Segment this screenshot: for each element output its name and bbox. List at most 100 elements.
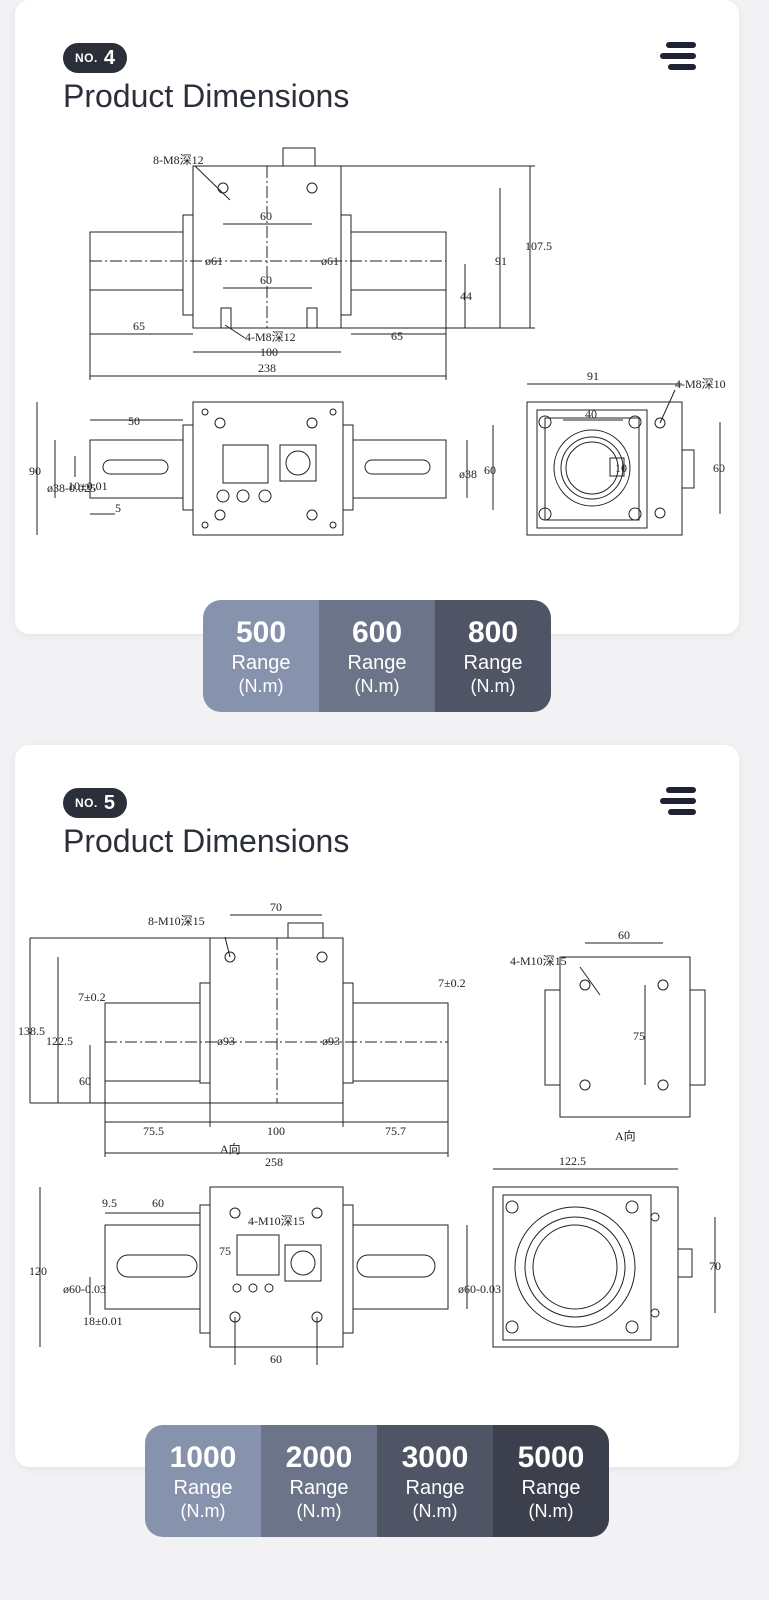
dim-label: 75.7 — [385, 1124, 406, 1138]
top-view — [29, 914, 449, 1157]
dimension-drawing: 8-M10深15 70 138.5 122.5 60 7±0.2 ø93 ø93… — [15, 895, 739, 1365]
range-option-5000[interactable]: 5000 Range (N.m) — [493, 1425, 609, 1537]
dim-label: 5 — [115, 501, 121, 515]
range-value: 600 — [351, 616, 403, 649]
dim-label: A向 — [220, 1141, 241, 1156]
dim-label: 7±0.2 — [438, 976, 466, 990]
dim-label: 50 — [128, 414, 140, 428]
dim-label: 4-M10深15 — [248, 1214, 305, 1228]
dim-label: 18±0.01 — [83, 1314, 123, 1328]
range-unit: (N.m) — [296, 1501, 342, 1521]
dim-label: 238 — [258, 361, 276, 375]
section-badge: NO. 5 — [63, 788, 127, 818]
dim-label: ø38-0.025 — [47, 481, 96, 495]
range-label: Range — [347, 652, 407, 674]
dim-label: ø38 — [459, 467, 477, 481]
dim-label: 138.5 — [18, 1024, 45, 1038]
dim-label: 122.5 — [46, 1034, 73, 1048]
range-label: Range — [231, 652, 291, 674]
range-tabs-5: 1000 Range (N.m) 2000 Range (N.m) 3000 R… — [145, 1425, 609, 1537]
dim-label: 7±0.2 — [78, 990, 106, 1004]
dim-label: 70 — [709, 1259, 721, 1273]
dim-label: 60 — [713, 461, 725, 475]
dim-label: ø61 — [205, 254, 223, 268]
dim-label: ø61 — [321, 254, 339, 268]
a-view — [544, 942, 706, 1118]
range-option-3000[interactable]: 3000 Range (N.m) — [377, 1425, 493, 1537]
dim-label: 40 — [585, 407, 597, 421]
range-unit: (N.m) — [180, 1501, 226, 1521]
dim-label: 65 — [391, 329, 403, 343]
dim-label: 75 — [633, 1029, 645, 1043]
range-label: Range — [521, 1477, 581, 1499]
badge-prefix: NO. — [75, 51, 98, 65]
dim-label: 44 — [460, 289, 472, 303]
range-option-800[interactable]: 800 Range (N.m) — [435, 600, 551, 712]
range-unit: (N.m) — [354, 676, 400, 696]
dim-label: 60 — [260, 209, 272, 223]
section-badge: NO. 4 — [63, 43, 127, 73]
range-value: 5000 — [517, 1441, 585, 1474]
dim-label: ø93 — [217, 1034, 235, 1048]
dim-label: 91 — [495, 254, 507, 268]
range-unit: (N.m) — [238, 676, 284, 696]
dim-label: 8-M8深12 — [153, 153, 204, 167]
dim-label: 10 — [615, 461, 627, 475]
dim-label: 60 — [152, 1196, 164, 1210]
dim-label: 60 — [270, 1352, 282, 1365]
dimension-drawing: 8-M8深12 60 60 ø61 ø61 4-M8深12 65 65 100 … — [15, 140, 739, 550]
dim-label: 60 — [484, 463, 496, 477]
dim-label: A向 — [615, 1128, 636, 1143]
dim-label: 4-M8深10 — [675, 377, 726, 391]
dim-label: 91 — [587, 369, 599, 383]
dim-label: ø60-0.03 — [458, 1282, 501, 1296]
dim-label: 70 — [270, 900, 282, 914]
menu-icon[interactable] — [660, 42, 700, 72]
range-unit: (N.m) — [470, 676, 516, 696]
range-label: Range — [405, 1477, 465, 1499]
dim-label: ø93 — [322, 1034, 340, 1048]
section-title: Product Dimensions — [63, 823, 350, 859]
side-view — [526, 383, 721, 536]
dim-label: 4-M8深12 — [245, 330, 296, 344]
top-view — [89, 147, 535, 380]
range-label: Range — [173, 1477, 233, 1499]
badge-number: 5 — [103, 791, 115, 814]
badge-number: 4 — [103, 46, 115, 69]
dim-label: 4-M10深15 — [510, 954, 567, 968]
range-value: 800 — [467, 616, 519, 649]
side-view — [492, 1168, 716, 1348]
dim-label: 122.5 — [559, 1154, 586, 1168]
dim-label: 65 — [133, 319, 145, 333]
range-value: 1000 — [169, 1441, 237, 1474]
section-card-5: NO. 5 Product Dimensions — [15, 745, 739, 1467]
range-option-600[interactable]: 600 Range (N.m) — [319, 600, 435, 712]
dim-label: 60 — [260, 273, 272, 287]
badge-prefix: NO. — [75, 796, 98, 810]
front-view — [36, 401, 494, 536]
range-unit: (N.m) — [528, 1501, 574, 1521]
dim-label: 90 — [29, 464, 41, 478]
dim-label: 60 — [79, 1074, 91, 1088]
dim-label: 120 — [29, 1264, 47, 1278]
range-label: Range — [463, 652, 523, 674]
range-value: 3000 — [401, 1441, 469, 1474]
dim-label: 60 — [618, 928, 630, 942]
range-option-2000[interactable]: 2000 Range (N.m) — [261, 1425, 377, 1537]
dim-label: 75 — [219, 1244, 231, 1258]
range-value: 500 — [235, 616, 287, 649]
dim-label: 10±0.01 — [68, 479, 108, 493]
front-view — [39, 1186, 468, 1365]
dim-label: 100 — [260, 345, 278, 359]
dim-label: 107.5 — [525, 239, 552, 253]
dim-label: 9.5 — [102, 1196, 117, 1210]
range-tabs-4: 500 Range (N.m) 600 Range (N.m) 800 Rang… — [203, 600, 551, 712]
range-option-500[interactable]: 500 Range (N.m) — [203, 600, 319, 712]
dim-label: 75.5 — [143, 1124, 164, 1138]
menu-icon[interactable] — [660, 787, 700, 817]
dim-label: 258 — [265, 1155, 283, 1169]
range-label: Range — [289, 1477, 349, 1499]
range-value: 2000 — [285, 1441, 353, 1474]
range-option-1000[interactable]: 1000 Range (N.m) — [145, 1425, 261, 1537]
dim-label: 8-M10深15 — [148, 914, 205, 928]
